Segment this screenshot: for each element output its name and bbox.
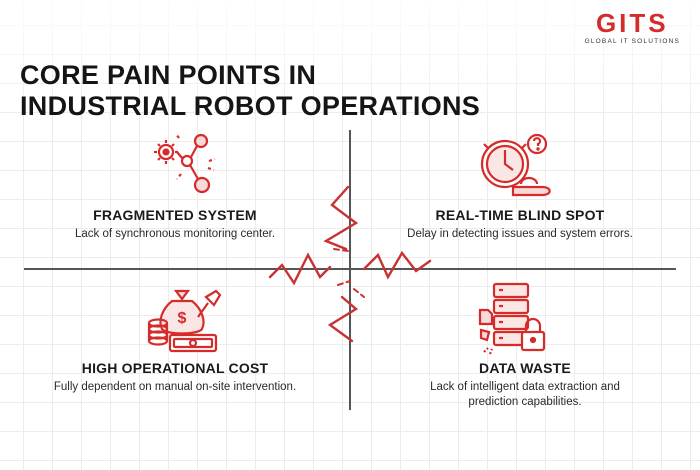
quadrant-description: Lack of intelligent data extraction and … (395, 380, 655, 410)
quadrant-heading: DATA WASTE (479, 360, 571, 376)
title-line-1: CORE PAIN POINTS IN (20, 60, 317, 90)
page-title: CORE PAIN POINTS IN INDUSTRIAL ROBOT OPE… (20, 60, 480, 122)
zigzag-bottom (327, 295, 359, 343)
logo-subtitle: GLOBAL IT SOLUTIONS (584, 38, 680, 45)
brand-logo[interactable]: GITS GLOBAL IT SOLUTIONS (585, 10, 680, 45)
quadrant-heading: HIGH OPERATIONAL COST (81, 360, 269, 376)
zigzag-dashes (333, 248, 365, 298)
quadrant-high-operational-cost: HIGH OPERATIONAL COST Fully dependent on… (40, 360, 310, 395)
quadrant-description: Delay in detecting issues and system err… (407, 228, 633, 240)
broken-zigzag-connector (268, 185, 432, 343)
quadrant-heading: FRAGMENTED SYSTEM (93, 207, 257, 223)
quadrant-fragmented-system: FRAGMENTED SYSTEM Lack of synchronous mo… (50, 207, 300, 242)
quadrant-data-waste: DATA WASTE Lack of intelligent data extr… (395, 360, 655, 410)
zigzag-left (268, 252, 332, 286)
zigzag-top (323, 185, 359, 251)
description-line-1: Lack of intelligent data extraction and (430, 381, 620, 393)
server-lock-broken-file-icon (478, 282, 546, 355)
horizontal-axis (24, 268, 676, 270)
vertical-axis (349, 130, 351, 410)
background-fade (0, 0, 700, 120)
money-bag-coins-wrench-icon: $ (147, 289, 222, 353)
description-line-2: prediction capabilities. (468, 396, 582, 408)
quadrant-description: Fully dependent on manual on-site interv… (53, 381, 297, 393)
quadrant-real-time-blind-spot: REAL-TIME BLIND SPOT Delay in detecting … (395, 207, 645, 242)
fragmented-network-gear-icon (154, 133, 216, 194)
title-line-2: INDUSTRIAL ROBOT OPERATIONS (20, 91, 481, 121)
zigzag-right (362, 250, 432, 280)
quadrant-description: Lack of synchronous monitoring center. (74, 228, 276, 240)
svg-text:$: $ (178, 310, 187, 327)
quadrant-heading: REAL-TIME BLIND SPOT (435, 207, 605, 223)
clock-alarm-question-icon (480, 133, 551, 197)
logo-text: GITS (595, 8, 669, 38)
